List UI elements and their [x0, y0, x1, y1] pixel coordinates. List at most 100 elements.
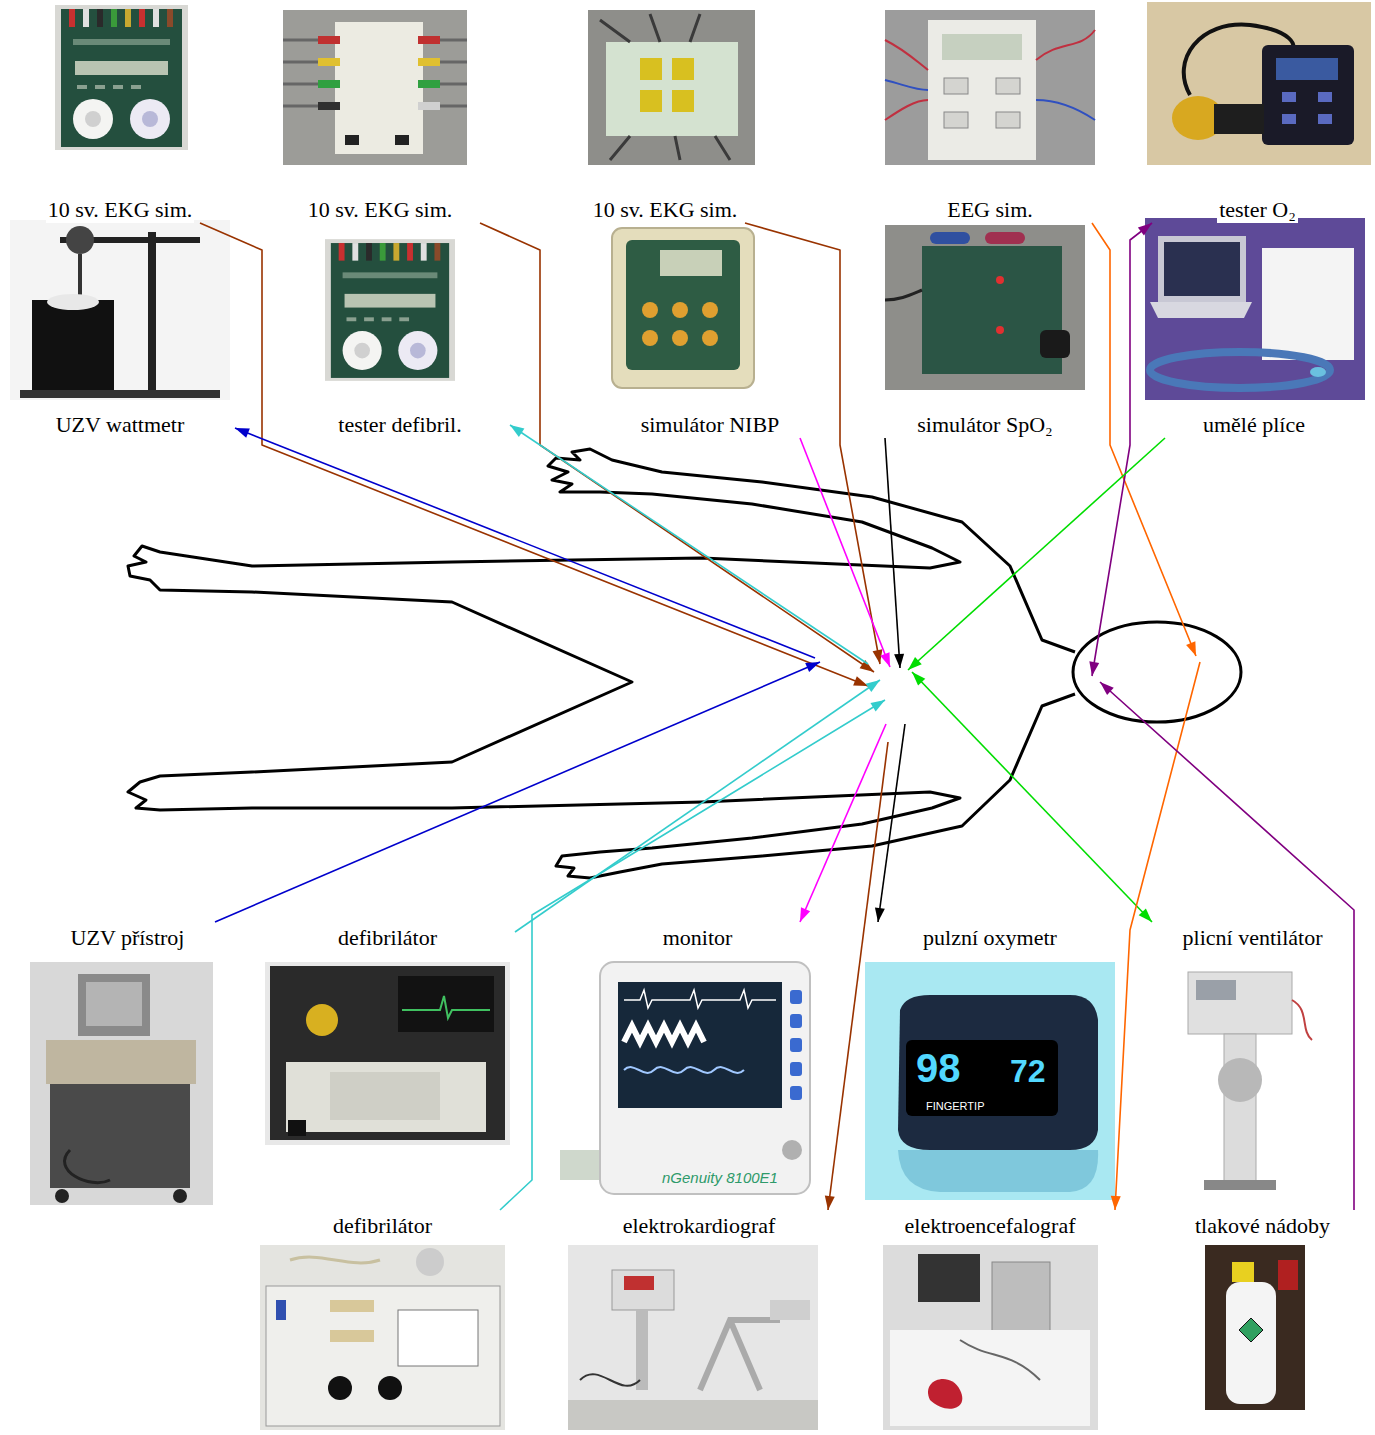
- arrow-head: [1138, 223, 1152, 236]
- device-caption: 10 sv. EKG sim.: [306, 197, 455, 223]
- arrow-head: [894, 654, 904, 668]
- arrow-head: [870, 700, 885, 712]
- device-node: elektrokardiograf: [563, 1210, 835, 1432]
- device-caption: UZV přístroj: [69, 925, 187, 951]
- device-caption: tester defibril.: [336, 412, 463, 438]
- arrow-head: [866, 680, 880, 692]
- arrow-head: [800, 907, 810, 922]
- connector-line: [500, 700, 885, 1210]
- spo2-simulator-photo: [885, 225, 1085, 390]
- connector-arrow: [235, 428, 815, 658]
- device-caption: umělé plíce: [1201, 412, 1307, 438]
- device-caption: simulátor NIBP: [639, 412, 782, 438]
- ultrasound-device-photo: [30, 962, 213, 1205]
- device-caption: UZV wattmetr: [54, 412, 187, 438]
- pressure-vessel-photo: [1205, 1245, 1305, 1410]
- arrow-head: [880, 652, 890, 667]
- ekg-simulator-photo: [588, 10, 755, 165]
- connector-line: [1100, 682, 1354, 1210]
- ultrasound-wattmeter-photo: [10, 220, 230, 400]
- device-node: EEG sim.: [880, 5, 1100, 223]
- body-node: [115, 440, 1250, 870]
- connector-arrow: [1092, 223, 1196, 656]
- arrow-head: [875, 907, 885, 922]
- connector-arrow: [1089, 223, 1152, 676]
- connector-arrow: [800, 724, 886, 922]
- nibp-simulator-photo: [612, 228, 754, 388]
- pulse-oximeter-photo: [865, 962, 1115, 1200]
- device-node: elektroencefalograf: [860, 1210, 1120, 1432]
- device-node: defibrilátor: [255, 1210, 510, 1432]
- device-node: simulátor NIBP: [605, 216, 815, 438]
- connector-arrow: [515, 680, 880, 932]
- device-caption: monitor: [661, 925, 735, 951]
- connector-line: [828, 742, 888, 1210]
- patient-monitor-photo: [560, 962, 810, 1194]
- device-node: defibrilátor: [260, 922, 515, 1148]
- arrow-head: [235, 428, 250, 438]
- device-node: pulzní oxymetr: [860, 922, 1120, 1202]
- device-caption: plicní ventilátor: [1181, 925, 1325, 951]
- device-caption: defibrilátor: [331, 1213, 434, 1239]
- connector-line: [515, 680, 880, 932]
- connector-line: [800, 724, 886, 922]
- defibrillator-photo: [265, 962, 510, 1145]
- device-node: 10 sv. EKG sim.: [5, 5, 235, 223]
- arrow-head: [908, 657, 922, 670]
- arrow-head: [805, 662, 820, 672]
- connector-arrow: [480, 223, 874, 672]
- device-node: plicní ventilátor: [1145, 922, 1360, 1198]
- connector-line: [200, 223, 868, 686]
- arrow-head: [912, 672, 925, 686]
- connector-arrow: [200, 223, 868, 686]
- device-node: tlakové nádoby: [1165, 1210, 1360, 1415]
- device-caption: EEG sim.: [945, 197, 1035, 223]
- defibrillator-photo: [260, 1245, 505, 1430]
- device-caption: pulzní oxymetr: [921, 925, 1059, 951]
- connector-arrow: [510, 425, 868, 664]
- connector-line: [745, 223, 880, 664]
- human-body-outline: [128, 449, 1241, 878]
- connector-line: [800, 438, 890, 667]
- connector-arrow: [825, 742, 888, 1210]
- device-node: tester defibril.: [290, 216, 510, 438]
- ekg-simulator-photo: [283, 10, 467, 165]
- arrow-head: [860, 660, 874, 672]
- device-node: simulátor SpO₂: [875, 216, 1095, 438]
- arrow-head: [825, 1195, 835, 1210]
- device-caption: elektroencefalograf: [903, 1213, 1078, 1239]
- device-caption: defibrilátor: [336, 925, 439, 951]
- arrow-head: [853, 676, 868, 686]
- ekg-simulator-photo: [55, 5, 188, 150]
- arrow-head: [1111, 1196, 1121, 1210]
- photo-text: 72: [1010, 1054, 1046, 1089]
- connector-arrow: [800, 438, 890, 667]
- device-node: UZV přístroj: [25, 922, 230, 1208]
- device-node: monitor: [550, 922, 845, 1202]
- connector-line: [885, 438, 900, 668]
- device-caption: tester O₂: [1217, 197, 1298, 223]
- electrocardiograph-photo: [568, 1245, 818, 1430]
- device-caption: 10 sv. EKG sim.: [591, 197, 740, 223]
- connector-line: [1092, 223, 1152, 676]
- device-node: UZV wattmetr: [5, 216, 235, 438]
- connector-line: [1092, 223, 1196, 656]
- connector-line: [235, 428, 815, 658]
- eeg-simulator-photo: [885, 10, 1095, 165]
- defibrillator-tester-photo: [325, 239, 455, 381]
- artificial-lung-photo: [1145, 218, 1365, 400]
- connector-arrow: [500, 700, 885, 1210]
- arrow-head: [1139, 908, 1152, 922]
- connector-arrow: [215, 662, 820, 922]
- connector-line: [510, 425, 868, 664]
- connector-line: [878, 724, 905, 922]
- connector-arrow: [1100, 682, 1354, 1210]
- connector-arrow: [745, 223, 882, 664]
- arrow-head: [1186, 641, 1196, 656]
- arrow-head: [1100, 682, 1114, 695]
- device-node: umělé plíce: [1140, 216, 1368, 438]
- device-node: 10 sv. EKG sim.: [270, 5, 490, 223]
- device-node: 10 sv. EKG sim.: [560, 5, 770, 223]
